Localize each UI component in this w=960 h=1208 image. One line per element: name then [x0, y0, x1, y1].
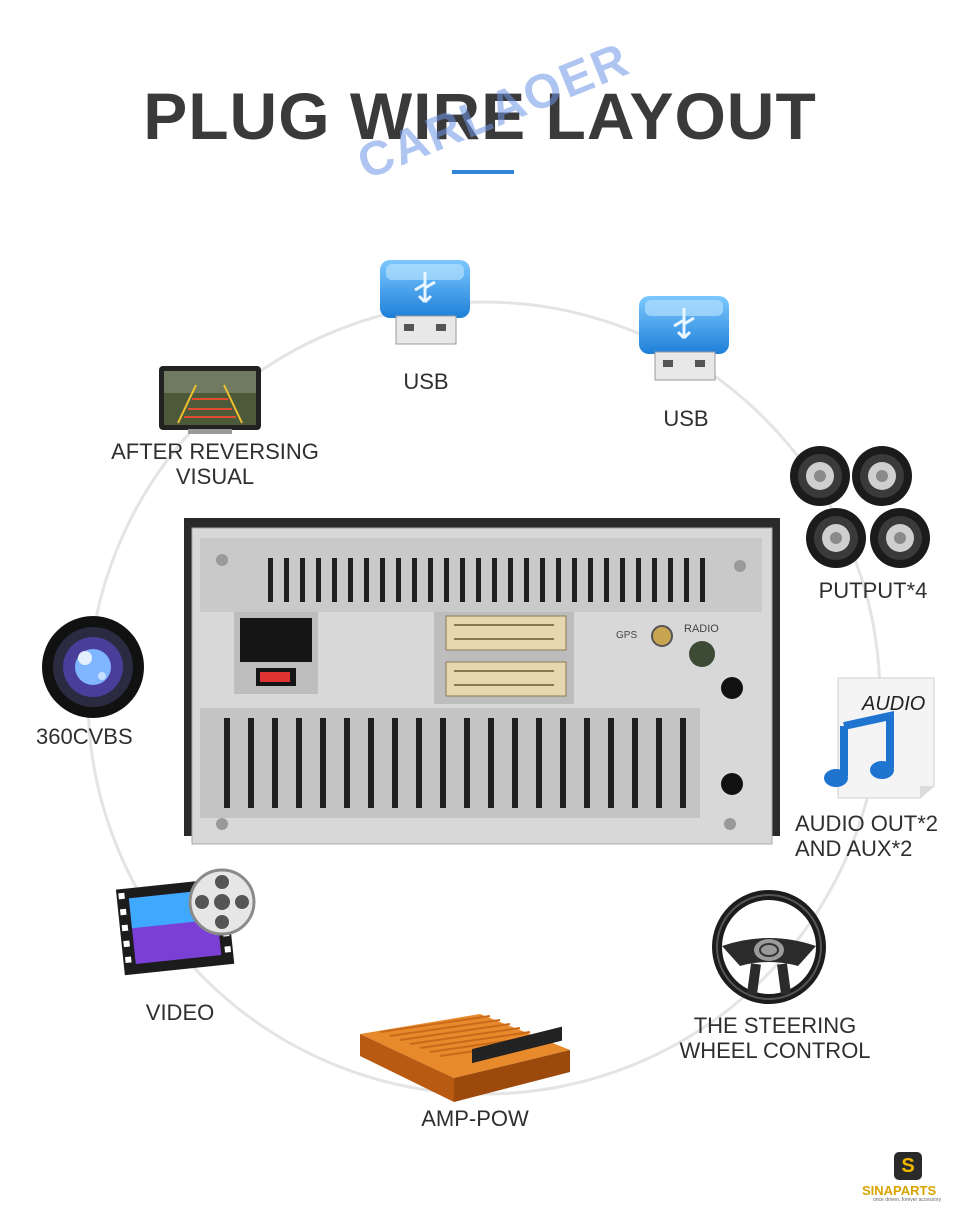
gps-port-label: GPS — [616, 630, 637, 641]
brand-name: SINAPARTS — [862, 1183, 937, 1198]
amplifier-icon — [356, 1012, 574, 1109]
audio-icon-text: AUDIO — [861, 693, 925, 715]
speaker-icon — [788, 444, 934, 577]
audio-out-label-line1: AUDIO OUT*2 — [795, 811, 939, 836]
steering-label-line1: THE STEERING — [693, 1013, 857, 1038]
radio-port-label: RADIO — [684, 623, 719, 635]
after-reversing-label-line2: VISUAL — [175, 464, 255, 489]
audio-out-label-line2: AND AUX*2 — [795, 836, 913, 861]
cvbs-label: 360CVBS — [36, 724, 133, 749]
usb-icon — [637, 294, 733, 395]
camera-screen-icon — [158, 365, 262, 440]
usb-top-label: USB — [403, 369, 449, 394]
brand-tagline: once driven..forever accessory — [873, 1197, 942, 1203]
brand-logo-icon: S — [894, 1152, 922, 1180]
radio-back-panel: RADIO GPS — [184, 518, 780, 853]
amp-label: AMP-POW — [421, 1106, 529, 1131]
video-film-icon — [112, 866, 260, 995]
video-label: VIDEO — [145, 1000, 215, 1025]
steering-label-line2: WHEEL CONTROL — [679, 1038, 871, 1063]
page-title: PLUG WIRE LAYOUT — [143, 79, 817, 153]
lens-icon — [40, 614, 146, 725]
usb-icon — [378, 258, 474, 359]
putput-label: PUTPUT*4 — [818, 578, 928, 603]
audio-note-icon: AUDIO — [814, 672, 944, 807]
title-underline — [452, 170, 514, 174]
after-reversing-label-line1: AFTER REVERSING — [111, 439, 319, 464]
usb-right-label: USB — [663, 406, 709, 431]
steering-wheel-icon — [712, 890, 826, 1009]
